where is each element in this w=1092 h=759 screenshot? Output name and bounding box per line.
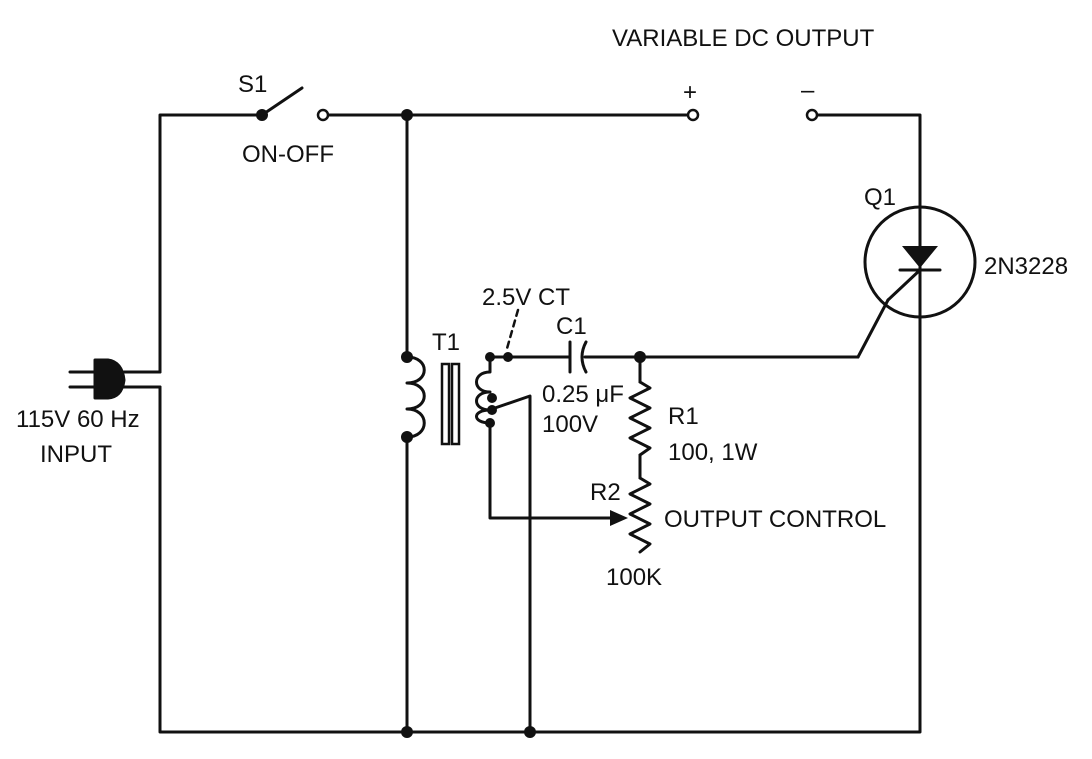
transformer-t1-icon — [405, 308, 520, 446]
capacitor-c1-icon — [568, 340, 588, 374]
output-terminals — [686, 108, 819, 122]
wiring — [158, 113, 922, 734]
r2-ref: R2 — [590, 479, 621, 506]
switch-ref: S1 — [238, 71, 267, 98]
positive-terminal — [686, 108, 700, 122]
minus-label: – — [801, 77, 815, 104]
plus-label: + — [683, 79, 697, 106]
switch-s1-icon — [256, 86, 330, 122]
ac-plug-icon — [68, 358, 162, 400]
diagram-title: VARIABLE DC OUTPUT — [612, 25, 875, 52]
r2-value: 100K — [606, 564, 662, 591]
q1-part: 2N3228 — [984, 253, 1068, 280]
input-line2: INPUT — [40, 441, 112, 468]
switch-label: ON-OFF — [242, 141, 334, 168]
capacitor-value: 0.25 μF — [542, 381, 624, 408]
potentiometer-r2-icon — [610, 476, 652, 554]
scr-q1-icon — [863, 205, 977, 319]
capacitor-ref: C1 — [556, 313, 587, 340]
r2-label: OUTPUT CONTROL — [664, 506, 886, 533]
labels: VARIABLE DC OUTPUT + – S1 ON-OFF 115V 60… — [16, 25, 1068, 591]
r1-value: 100, 1W — [668, 439, 758, 466]
r1-ref: R1 — [668, 403, 699, 430]
transformer-ref: T1 — [432, 329, 460, 356]
input-line1: 115V 60 Hz — [16, 406, 140, 433]
capacitor-voltage: 100V — [542, 411, 598, 438]
transformer-secondary: 2.5V CT — [482, 284, 570, 311]
resistor-r1-icon — [628, 380, 652, 457]
junction-dots — [401, 109, 646, 738]
negative-terminal — [805, 108, 819, 122]
q1-ref: Q1 — [864, 184, 896, 211]
